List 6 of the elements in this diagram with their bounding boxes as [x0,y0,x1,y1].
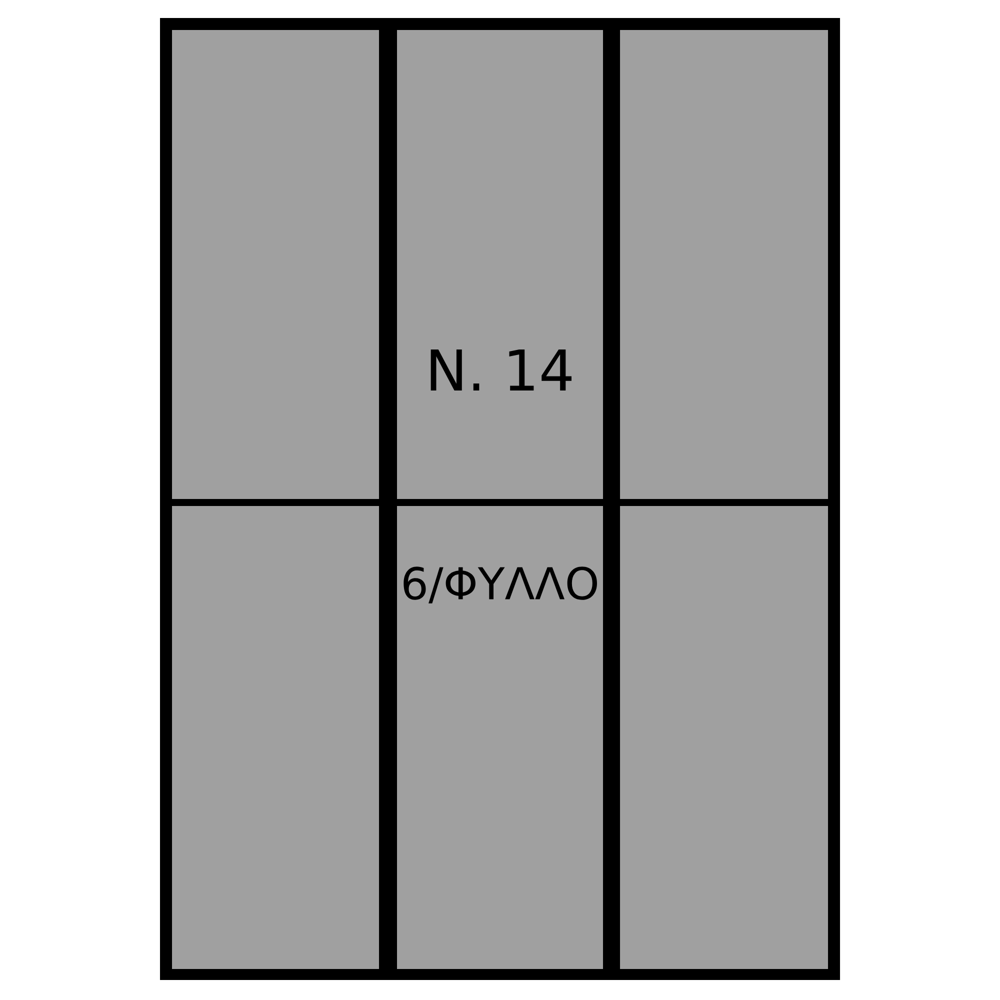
label-cell [620,506,828,969]
label-cell [172,30,379,499]
label-cell: 6/ΦΥΛΛΟ [397,506,603,969]
label-cell [620,30,828,499]
label-cell [172,506,379,969]
label-cell: N. 14 [397,30,603,499]
